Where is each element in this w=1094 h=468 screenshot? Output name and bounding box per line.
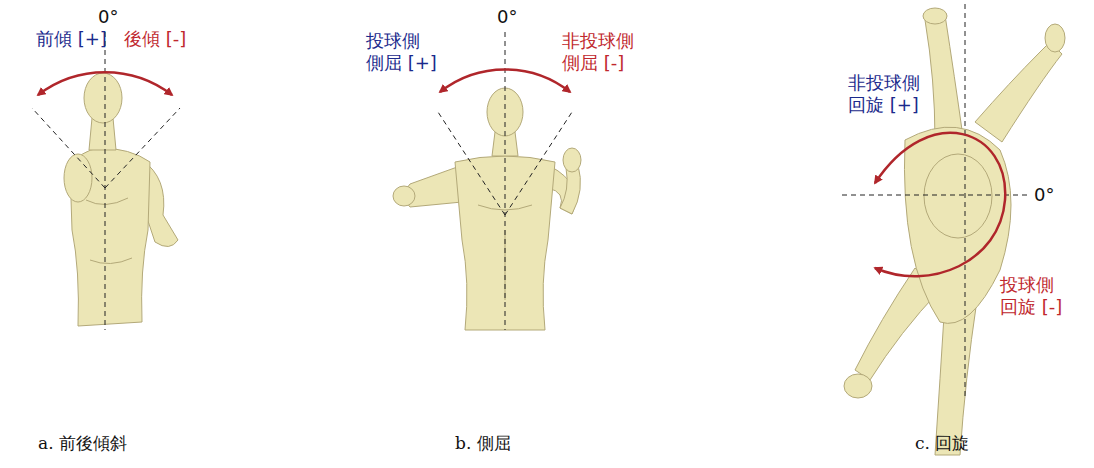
direction-label: 非投球側 回旋 [+]: [848, 72, 931, 116]
angle-zero: 0°: [98, 6, 118, 28]
direction-label: 後傾 [-]: [124, 28, 186, 50]
reference-line: [32, 4, 1028, 400]
direction-label: 非投球側 側屈 [-]: [562, 30, 645, 74]
human-figure: [64, 8, 1065, 455]
direction-label: 投球側 側屈 [+]: [366, 30, 449, 74]
direction-label: 投球側 回旋 [-]: [1000, 274, 1083, 318]
panel-caption: a. 前後傾斜: [38, 432, 127, 454]
angle-zero: 0°: [1034, 184, 1054, 206]
panel-caption: b. 側屈: [455, 432, 511, 454]
panel-caption: c. 回旋: [915, 432, 969, 454]
direction-label: 前傾 [+]: [36, 28, 107, 50]
angle-zero: 0°: [497, 6, 517, 28]
rotation-arrow: [38, 69, 1005, 276]
